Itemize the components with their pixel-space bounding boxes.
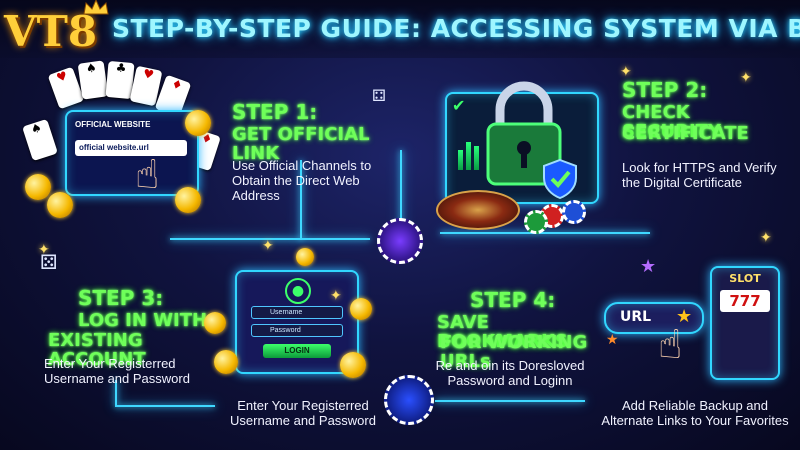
- casino-chip: [384, 375, 434, 425]
- gold-coin: [47, 192, 73, 218]
- chart-bar: [466, 142, 471, 170]
- dice-icon: ⚄: [40, 250, 58, 274]
- title-bar: [0, 0, 800, 58]
- connector-line: [115, 380, 117, 405]
- playing-card: ♠: [77, 60, 109, 100]
- step1-number: STEP 1:: [232, 100, 318, 124]
- check-shield-icon: [543, 158, 577, 200]
- pointer-hand-icon: ☝: [658, 322, 683, 368]
- url-bookmark-field[interactable]: URL ★: [604, 302, 704, 334]
- gold-coin: [204, 312, 226, 334]
- connector-line: [400, 150, 402, 230]
- gold-coin: [296, 248, 314, 266]
- step2-title-line1: CHECK SECURITY: [622, 102, 721, 142]
- slot-reels: 777: [720, 290, 770, 312]
- casino-chip: [377, 218, 423, 264]
- browser-window: OFFICIAL WEBSITE official website.url: [65, 110, 199, 196]
- slot-machine: SLOT 777: [710, 266, 780, 380]
- connector-line: [115, 405, 215, 407]
- login-window: ● Username Password LOGIN: [235, 270, 359, 374]
- shield-icon: ✔: [452, 96, 466, 115]
- step1-illustration: ♥ ♠ ♣ ♥ ♦ ♠ ♦ OFFICIAL WEBSITE official …: [22, 60, 225, 222]
- dice-icon: ⚃: [372, 86, 386, 105]
- casino-chip: [562, 200, 586, 224]
- star-icon: ★: [640, 256, 657, 277]
- step2-title-line2: CERTIFICATE: [622, 123, 749, 144]
- step2-number: STEP 2:: [622, 78, 708, 102]
- chart-bar: [474, 146, 479, 170]
- login-button[interactable]: LOGIN: [263, 344, 331, 358]
- sparkle-icon: ✦: [760, 230, 772, 246]
- step2-description: Look for HTTPS and Verify the Digital Ce…: [622, 160, 777, 190]
- roulette-wheel: [436, 190, 520, 230]
- sparkle-icon: ✦: [620, 64, 632, 80]
- browser-header: OFFICIAL WEBSITE: [75, 120, 151, 129]
- connector-line: [440, 232, 650, 234]
- casino-chip: [524, 210, 548, 234]
- crown-icon: [83, 0, 109, 15]
- step3-title-line1: LOG IN WITH: [78, 310, 208, 331]
- step4-title-line1: SAVE BOOKMARKS: [437, 312, 568, 352]
- connector-line: [435, 400, 585, 402]
- browser-url-bar[interactable]: official website.url: [75, 140, 187, 156]
- step3-title-line2: EXISTING ACCOUNT: [48, 330, 146, 370]
- url-label: URL: [620, 309, 652, 325]
- chart-bar: [458, 150, 463, 170]
- slot-label: SLOT: [729, 272, 761, 285]
- gold-coin: [214, 350, 238, 374]
- step4-caption: Add Reliable Backup and Alternate Links …: [601, 398, 789, 428]
- step3-caption: Enter Your Registerred Username and Pass…: [230, 398, 376, 428]
- gold-coin: [25, 174, 51, 200]
- gold-coin: [340, 352, 366, 378]
- star-icon: ★: [676, 306, 693, 327]
- username-input[interactable]: Username: [251, 306, 343, 319]
- step3-description: Enter Your Registerred Username and Pass…: [44, 356, 190, 386]
- vt8-logo: VT8: [4, 7, 98, 56]
- step4-number: STEP 4:: [470, 288, 556, 312]
- step4-title-line2: FOR WORKING URLs: [440, 332, 588, 372]
- step3-illustration: ● Username Password LOGIN: [200, 248, 390, 390]
- connector-line: [170, 238, 370, 240]
- step3-number: STEP 3:: [78, 286, 164, 310]
- page-title: STEP-BY-STEP GUIDE: ACCESSING SYSTEM VIA…: [112, 14, 800, 43]
- sparkle-icon: ✦: [330, 288, 342, 304]
- sparkle-icon: ✦: [38, 242, 50, 258]
- playing-card: ♠: [22, 118, 58, 162]
- password-input[interactable]: Password: [251, 324, 343, 337]
- gold-coin: [175, 187, 201, 213]
- padlock-icon: [486, 81, 562, 186]
- pointer-hand-icon: ☝: [135, 152, 160, 198]
- gold-coin: [185, 110, 211, 136]
- step1-title: GET OFFICIAL LINK: [232, 124, 370, 164]
- step4-illustration: SLOT 777 URL ★ ☝ ★ ★: [600, 252, 790, 392]
- sparkle-icon: ✦: [262, 238, 274, 254]
- gold-coin: [350, 298, 372, 320]
- step2-illustration: ✔: [430, 81, 610, 236]
- step4-description: Re and oin its Doresloved Password and L…: [435, 358, 585, 388]
- user-avatar-icon: ●: [285, 278, 311, 304]
- connector-line: [300, 160, 302, 240]
- star-icon: ★: [606, 332, 619, 348]
- step1-description: Use Official Channels to Obtain the Dire…: [232, 158, 372, 203]
- sparkle-icon: ✦: [740, 70, 752, 86]
